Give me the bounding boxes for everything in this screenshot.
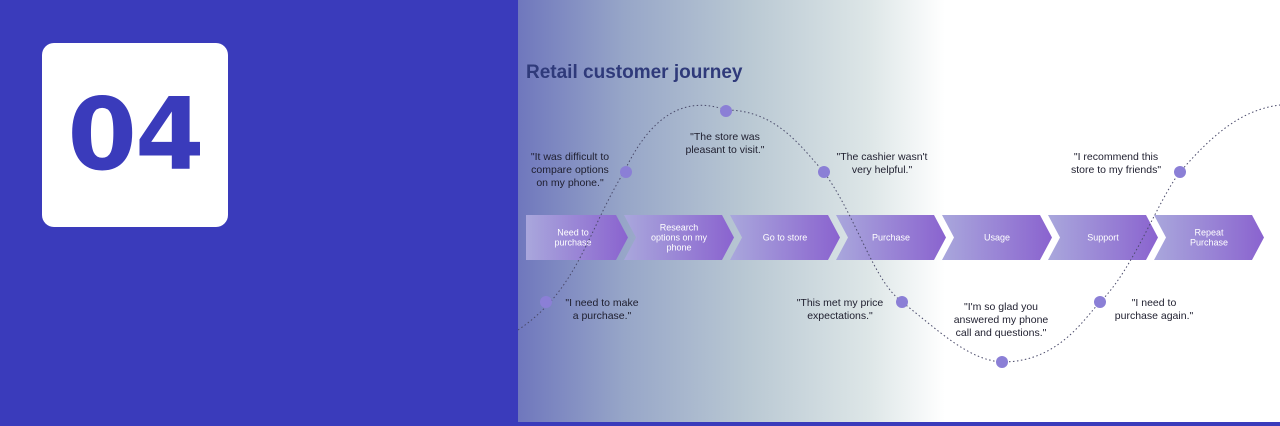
diagram-title: Retail customer journey [526,62,743,83]
journey-dot [720,105,732,117]
quote-again: "I need to purchase again." [1114,297,1194,322]
stage-chevron [1048,215,1158,260]
journey-dot [1094,296,1106,308]
journey-dot [620,166,632,178]
stage-label: Purchase [872,233,910,243]
quote-need: "I need to make a purchase." [565,297,639,322]
stage-label: Usage [984,233,1010,243]
journey-dot [540,296,552,308]
quote-pleasant: "The store was pleasant to visit." [685,131,765,156]
left-panel: 04 [0,0,518,426]
quote-recommend: "I recommend this store to my friends" [1070,151,1162,176]
stage-chevron [730,215,840,260]
stage-chevron [942,215,1052,260]
journey-dot [818,166,830,178]
stage-chevron [526,215,628,260]
stage-label: Go to store [763,233,808,243]
journey-dot [1174,166,1186,178]
stage-chevron [836,215,946,260]
journey-dot [896,296,908,308]
stage-chevron [624,215,734,260]
slide-number-card: 04 [42,43,228,227]
stage-chevron [1154,215,1264,260]
journey-curve [518,104,1280,363]
quote-price: "This met my price expectations." [796,297,884,322]
stage-label: Support [1087,233,1119,243]
journey-dot [996,356,1008,368]
journey-dots [540,105,1186,368]
quote-difficult: "It was difficult to compare options on … [530,151,610,189]
slide-number: 04 [67,76,204,193]
quote-glad: "I'm so glad you answered my phone call … [953,301,1049,339]
quote-cashier: "The cashier wasn't very helpful." [836,151,928,176]
